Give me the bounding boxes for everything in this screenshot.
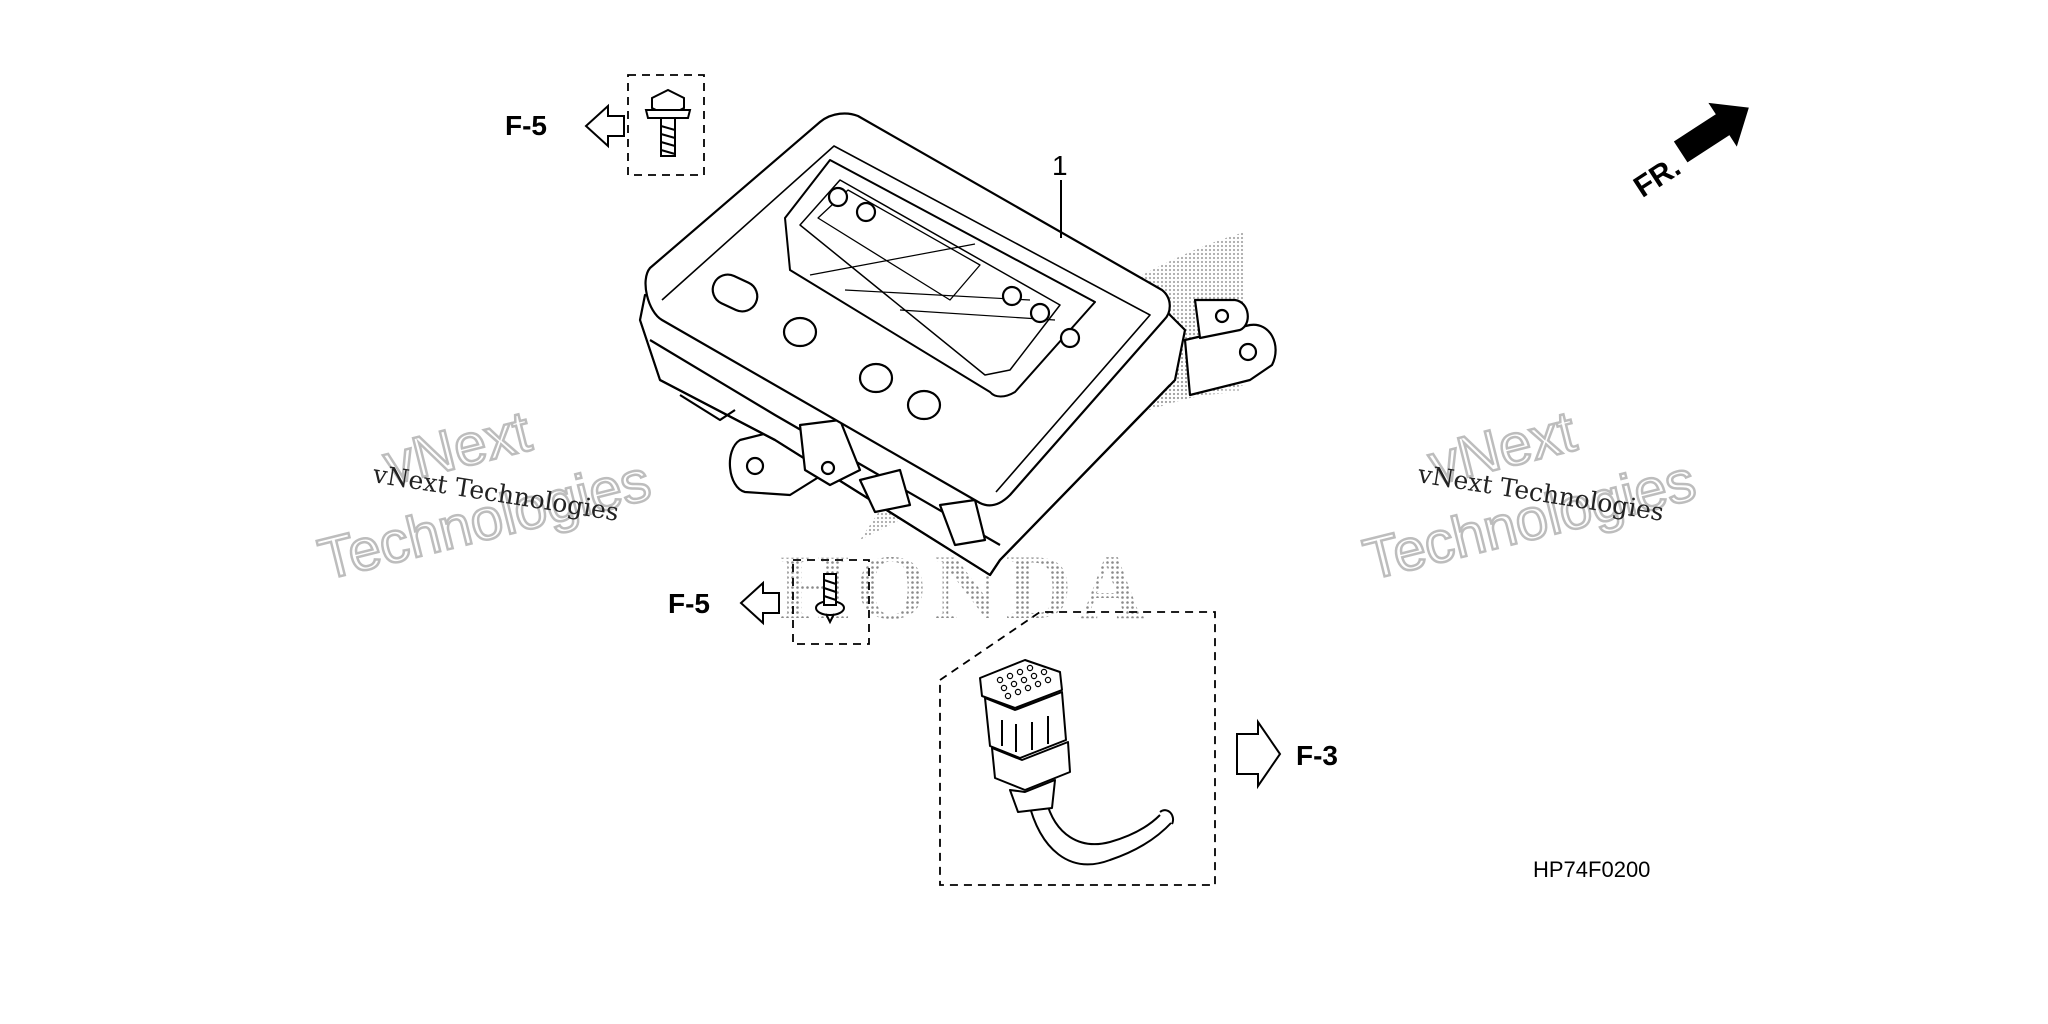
screw-icon (815, 573, 845, 625)
connector-icon (979, 659, 1174, 866)
ref-arrow-left-icon (584, 103, 625, 149)
diagram-code: HP74F0200 (1533, 857, 1650, 882)
front-indicator: FR. (1628, 102, 1749, 204)
connector-detail (939, 611, 1216, 886)
watermark-right: vNext Technologies vNext Technologies (1356, 397, 1703, 593)
connector-ref-label: F-3 (1296, 740, 1338, 771)
part-number-label: 1 (1052, 150, 1068, 181)
front-arrow-icon (1673, 102, 1749, 163)
bolt-icon (644, 88, 692, 157)
main-unit-illustration (638, 112, 1277, 577)
screw-detail (792, 559, 870, 645)
watermark-left: vNext Technologies vNext Technologies (311, 397, 658, 593)
ref-arrow-right-icon (1236, 718, 1282, 790)
bolt-detail (627, 74, 705, 176)
screw-ref-label: F-5 (668, 588, 710, 619)
bolt-ref-label: F-5 (505, 110, 547, 141)
front-indicator-label: FR. (1628, 150, 1687, 204)
ref-arrow-left-icon (739, 580, 780, 626)
